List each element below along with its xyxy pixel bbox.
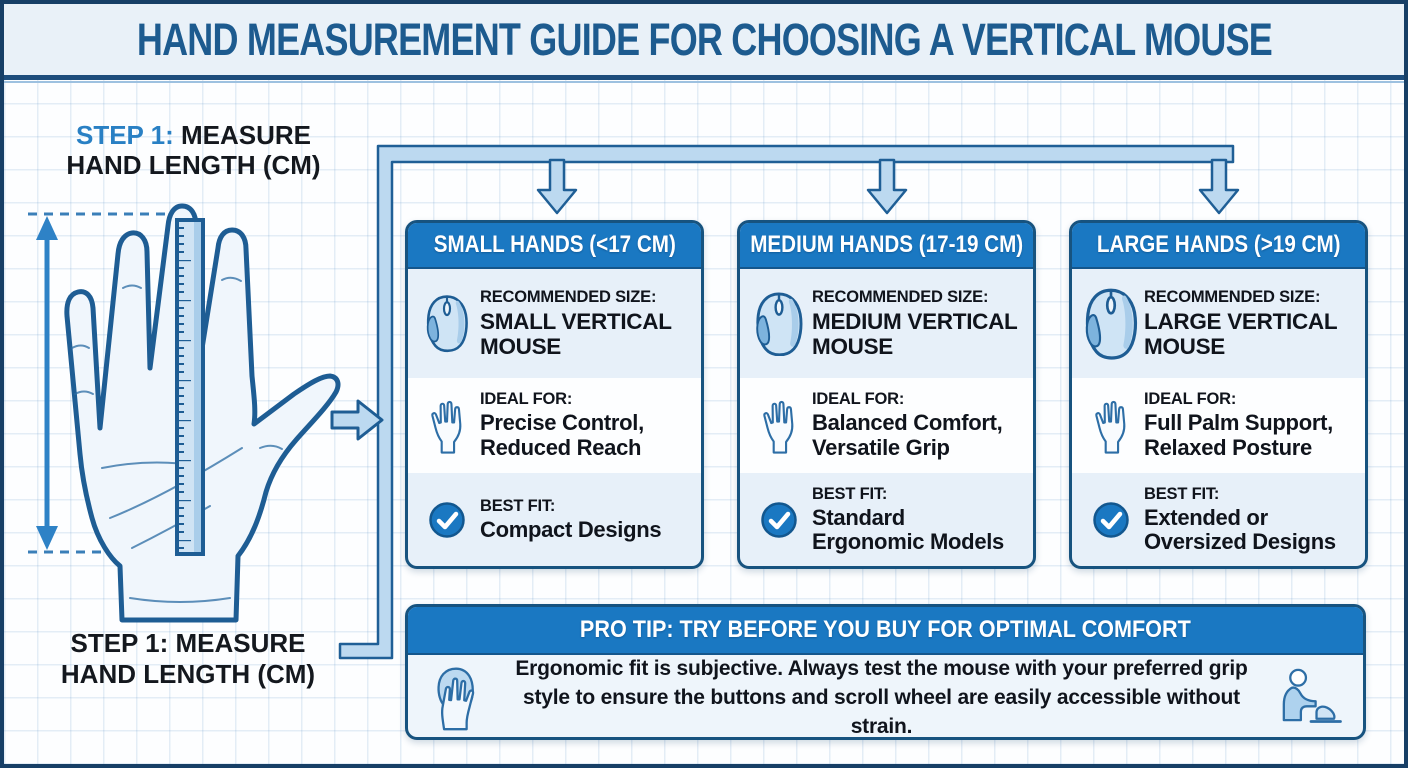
step-number: STEP 1:	[75, 120, 174, 150]
mouse-icon	[414, 294, 480, 353]
recommended-size-row: RECOMMENDED SIZE: SMALL VERTICAL MOUSE	[408, 269, 701, 378]
row-value: MEDIUM VERTICAL MOUSE	[812, 308, 1018, 359]
page-title: HAND MEASUREMENT GUIDE FOR CHOOSING A VE…	[136, 13, 1272, 65]
title-bar: HAND MEASUREMENT GUIDE FOR CHOOSING A VE…	[4, 4, 1404, 83]
pro-tip-box: PRO TIP: TRY BEFORE YOU BUY FOR OPTIMAL …	[405, 604, 1366, 740]
check-circle-icon	[746, 501, 812, 539]
step-label-bottom: STEP 1: MEASURE HAND LENGTH (CM)	[60, 628, 316, 689]
row-value: Compact Designs	[480, 516, 662, 542]
hand-icon	[746, 397, 812, 455]
card-large-hands: LARGE HANDS (>19 CM) RECOMMENDED SIZE: L…	[1069, 220, 1368, 569]
down-arrow-icon	[536, 158, 578, 215]
ideal-for-row: IDEAL FOR: Full Palm Support, Relaxed Po…	[1072, 377, 1365, 474]
card-medium-hands: MEDIUM HANDS (17-19 CM) RECOMMENDED SIZE…	[737, 220, 1036, 569]
pro-tip-header: PRO TIP: TRY BEFORE YOU BUY FOR OPTIMAL …	[408, 607, 1363, 655]
mouse-icon	[1078, 287, 1144, 360]
mouse-icon	[746, 291, 812, 357]
row-label: BEST FIT:	[812, 484, 888, 503]
best-fit-row: BEST FIT: Standard Ergonomic Models	[740, 473, 1033, 566]
best-fit-row: BEST FIT: Extended or Oversized Designs	[1072, 473, 1365, 566]
row-label: IDEAL FOR:	[812, 390, 905, 409]
row-label: BEST FIT:	[480, 496, 556, 515]
recommended-size-row: RECOMMENDED SIZE: MEDIUM VERTICAL MOUSE	[740, 269, 1033, 378]
measure-arrow	[36, 216, 58, 550]
row-label: RECOMMENDED SIZE:	[812, 287, 989, 306]
grip-hand-icon	[408, 665, 504, 731]
ruler-icon	[175, 218, 205, 556]
card-header: MEDIUM HANDS (17-19 CM)	[740, 223, 1033, 269]
row-value: Full Palm Support, Relaxed Posture	[1144, 410, 1333, 461]
size-cards: SMALL HANDS (<17 CM) RECOMMENDED SIZE: S…	[405, 220, 1368, 569]
down-arrow-icon	[1198, 158, 1240, 215]
hand-ruler-illustration	[28, 203, 384, 623]
card-header: LARGE HANDS (>19 CM)	[1072, 223, 1365, 269]
ideal-for-row: IDEAL FOR: Precise Control, Reduced Reac…	[408, 377, 701, 474]
best-fit-row: BEST FIT: Compact Designs	[408, 473, 701, 566]
recommended-size-row: RECOMMENDED SIZE: LARGE VERTICAL MOUSE	[1072, 269, 1365, 378]
hand-icon	[1078, 397, 1144, 455]
right-arrow-icon	[330, 399, 384, 441]
card-header: SMALL HANDS (<17 CM)	[408, 223, 701, 269]
card-small-hands: SMALL HANDS (<17 CM) RECOMMENDED SIZE: S…	[405, 220, 704, 569]
row-value: LARGE VERTICAL MOUSE	[1144, 308, 1337, 359]
row-value: Standard Ergonomic Models	[812, 504, 1004, 555]
down-arrow-icon	[866, 158, 908, 215]
step-label-top: STEP 1: MEASURE HAND LENGTH (CM)	[46, 120, 341, 180]
row-value: SMALL VERTICAL MOUSE	[480, 308, 672, 359]
row-label: IDEAL FOR:	[480, 390, 573, 409]
hand-icon	[414, 397, 480, 455]
row-value: Balanced Comfort, Versatile Grip	[812, 410, 1003, 461]
row-label: IDEAL FOR:	[1144, 390, 1237, 409]
seated-person-icon	[1259, 668, 1363, 728]
row-label: RECOMMENDED SIZE:	[1144, 287, 1321, 306]
row-value: Precise Control, Reduced Reach	[480, 410, 644, 461]
row-label: BEST FIT:	[1144, 484, 1220, 503]
ideal-for-row: IDEAL FOR: Balanced Comfort, Versatile G…	[740, 377, 1033, 474]
step-text: MEASURE HAND LENGTH (CM)	[66, 120, 321, 180]
check-circle-icon	[414, 501, 480, 539]
hand-outline	[64, 203, 341, 623]
pro-tip-text: Ergonomic fit is subjective. Always test…	[515, 657, 1248, 738]
check-circle-icon	[1078, 501, 1144, 539]
row-value: Extended or Oversized Designs	[1144, 504, 1336, 555]
row-label: RECOMMENDED SIZE:	[480, 287, 657, 306]
